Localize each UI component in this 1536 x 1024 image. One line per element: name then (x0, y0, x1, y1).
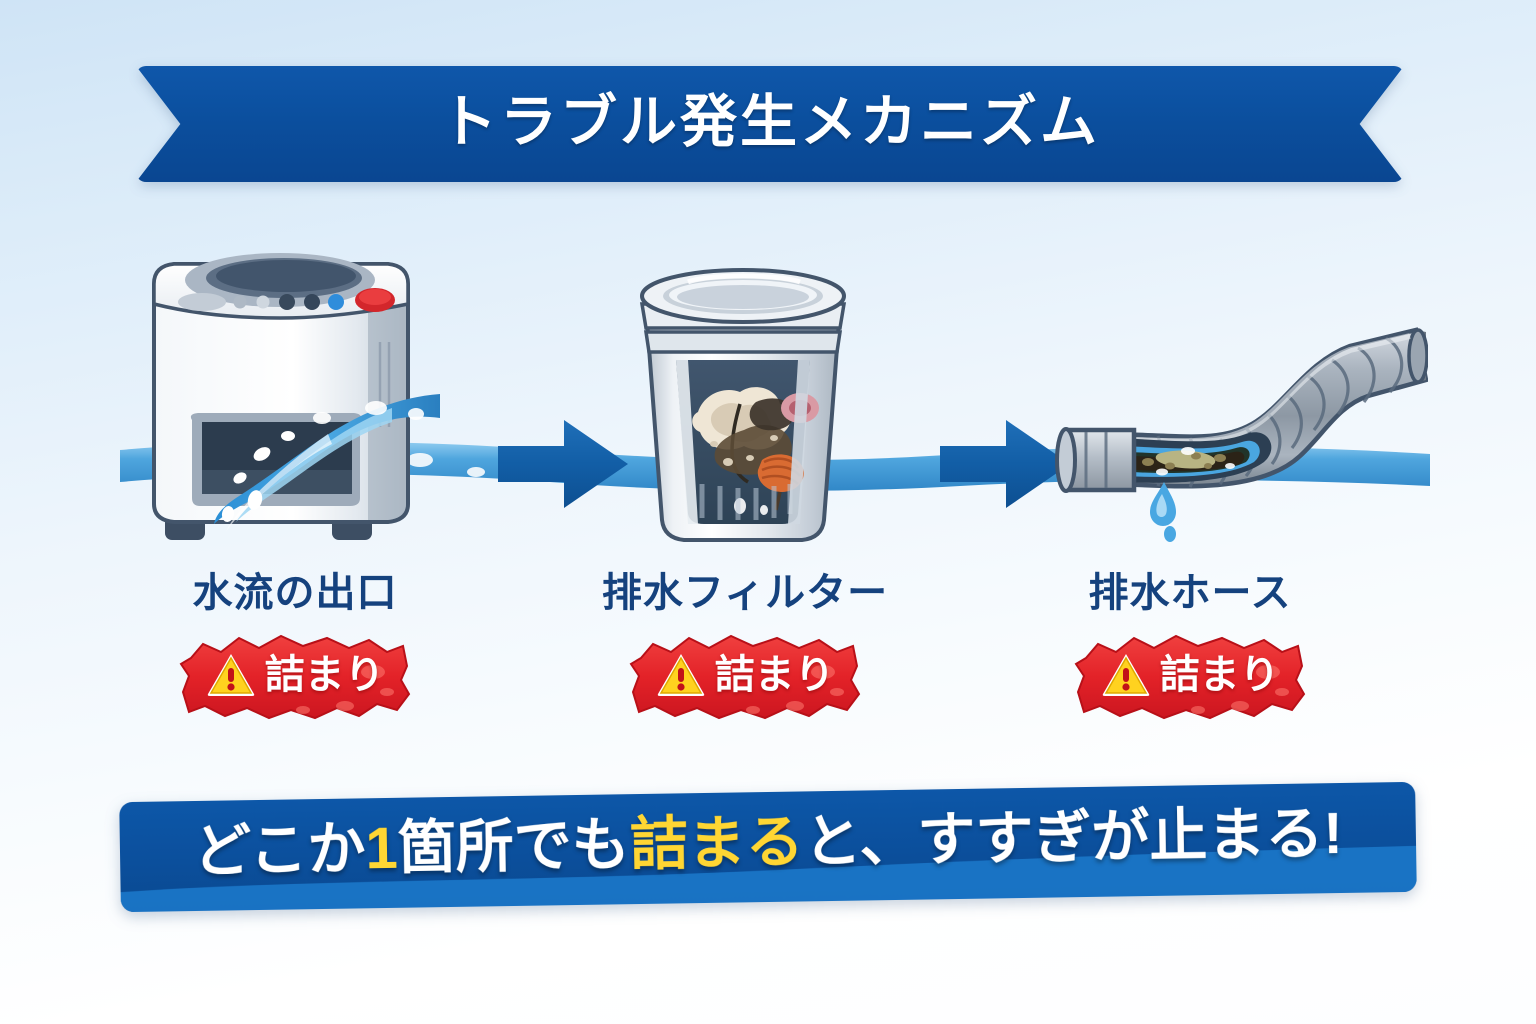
badge-holder-water-outlet: 詰まり (115, 630, 475, 722)
conclusion-banner-background (119, 781, 1417, 913)
page-title: トラブル発生メカニズム (440, 90, 1100, 154)
washing-machine-illustration (140, 222, 440, 552)
title-ribbon-shape (136, 66, 1404, 182)
banner-wave-decoration (120, 845, 1417, 913)
clog-badge-drain-hose: 詰まり (1072, 630, 1308, 722)
badge-content-water-outlet: 詰まり (177, 630, 413, 722)
stage-column-water-outlet: 水流の出口 (115, 572, 475, 722)
warning-triangle-icon (1101, 652, 1151, 698)
clog-badge-drain-filter: 詰まり (627, 630, 863, 722)
stage-label-drain-filter: 排水フィルター (601, 571, 889, 615)
drain-filter-illustration (628, 262, 858, 554)
badge-holder-drain-hose: 詰まり (1010, 630, 1370, 722)
conclusion-banner: どこか 1 箇所でも 詰まる と、すすぎが止まる! (119, 781, 1417, 913)
badge-content-drain-hose: 詰まり (1072, 630, 1308, 722)
clog-badge-text: 詰まり (264, 652, 385, 697)
badge-content-drain-filter: 詰まり (627, 630, 863, 722)
conclusion-seg-4: 詰まる (629, 809, 805, 878)
drain-hose-illustration (1038, 306, 1428, 556)
conclusion-seg-1: どこか (192, 816, 366, 885)
warning-triangle-icon (656, 652, 706, 698)
clog-badge-text: 詰まり (1159, 652, 1280, 697)
stage-column-drain-hose: 排水ホース (1010, 572, 1370, 722)
conclusion-seg-2: 1 (364, 815, 399, 882)
stage-label-water-outlet: 水流の出口 (192, 571, 398, 615)
flow-arrow-1 (498, 416, 630, 512)
conclusion-seg-5: と、すすぎが止まる! (803, 800, 1344, 875)
conclusion-seg-3: 箇所でも (397, 812, 631, 881)
badge-holder-drain-filter: 詰まり (565, 630, 925, 722)
clog-badge-water-outlet: 詰まり (177, 630, 413, 722)
flow-arrow-2 (940, 416, 1072, 512)
stage-label-drain-hose: 排水ホース (1088, 571, 1292, 615)
conclusion-text: どこか 1 箇所でも 詰まる と、すすぎが止まる! (119, 782, 1417, 912)
stage-column-drain-filter: 排水フィルター (565, 572, 925, 722)
clog-badge-text: 詰まり (714, 652, 835, 697)
warning-triangle-icon (206, 652, 256, 698)
title-ribbon: トラブル発生メカニズム (136, 66, 1404, 182)
